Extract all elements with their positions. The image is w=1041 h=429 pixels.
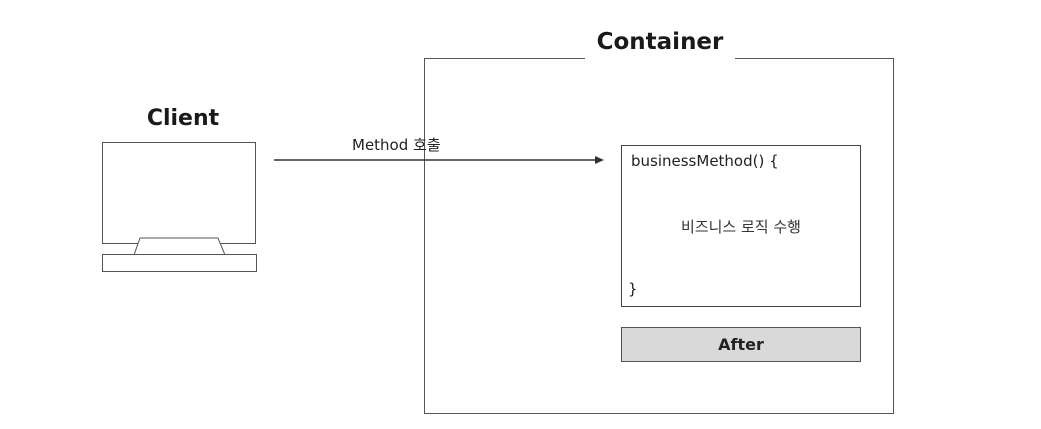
- method-call-label: Method 호출: [352, 136, 441, 154]
- client-base: [102, 254, 257, 272]
- business-method-box: [621, 145, 861, 307]
- client-monitor: [102, 142, 256, 244]
- business-method-closing: }: [628, 280, 638, 298]
- client-title: Client: [146, 106, 220, 131]
- method-call-arrow: [274, 156, 604, 164]
- client-monitor-stand: [133, 237, 226, 256]
- business-logic-text: 비즈니스 로직 수행: [681, 218, 801, 236]
- after-box: After: [621, 327, 861, 362]
- business-method-signature: businessMethod() {: [631, 152, 779, 170]
- container-title: Container: [585, 26, 735, 66]
